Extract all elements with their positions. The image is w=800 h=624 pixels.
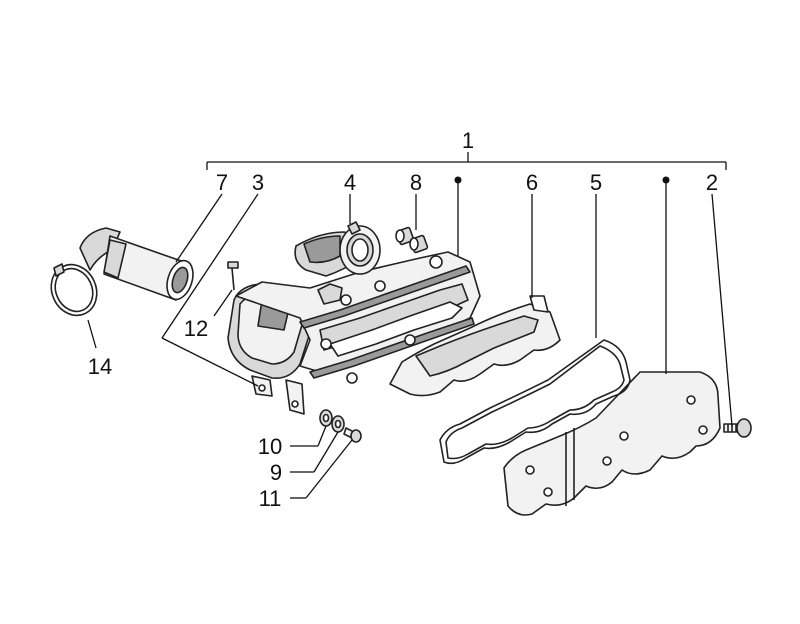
label-4: 4 <box>344 170 356 195</box>
label-6: 6 <box>526 170 538 195</box>
label-11: 11 <box>259 486 282 511</box>
label-9: 9 <box>270 460 282 485</box>
part-11-bolt <box>343 427 362 443</box>
leader-lines <box>87 180 733 499</box>
reference-dot <box>454 176 462 184</box>
part-2-screw <box>723 418 752 438</box>
reference-dot <box>662 176 670 184</box>
part-7-intake-tube <box>79 227 194 301</box>
part-4-intake-duct <box>294 221 381 277</box>
label-12: 12 <box>184 316 208 341</box>
part-12-screw <box>227 261 239 291</box>
label-1: 1 <box>462 128 474 153</box>
part-8-bushings <box>395 226 429 254</box>
label-10: 10 <box>258 434 282 459</box>
assembly-bracket <box>206 152 727 170</box>
part-14-clamp <box>50 263 98 317</box>
label-8: 8 <box>410 170 422 195</box>
part-9-washer <box>331 415 345 433</box>
part-5-filter-element <box>503 371 721 516</box>
label-14: 14 <box>88 354 112 379</box>
label-7: 7 <box>216 170 228 195</box>
part-5-gasket <box>439 339 631 465</box>
airbox-housing <box>227 251 481 415</box>
label-2: 2 <box>706 170 718 195</box>
label-5: 5 <box>590 170 602 195</box>
part-6-filter-sponge <box>389 295 561 397</box>
label-3: 3 <box>252 170 264 195</box>
part-10-washer <box>319 409 333 427</box>
